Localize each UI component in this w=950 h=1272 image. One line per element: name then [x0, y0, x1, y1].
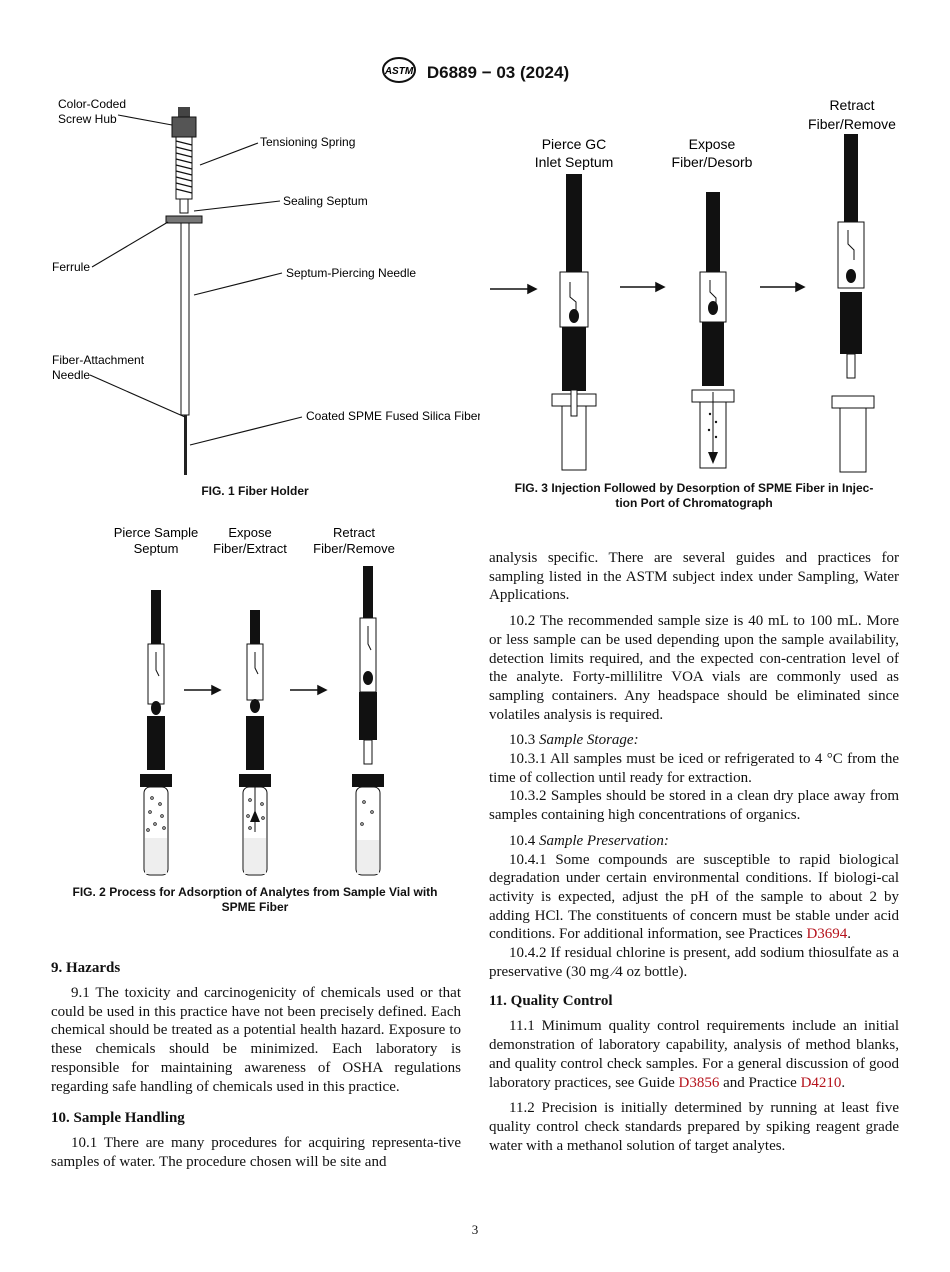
svg-text:Fiber/Remove: Fiber/Remove	[313, 541, 395, 556]
link-d4210[interactable]: D4210	[800, 1074, 842, 1091]
para-11-1: 11.1 Minimum quality control requirement…	[489, 1018, 899, 1091]
svg-text:Pierce GC: Pierce GC	[542, 136, 607, 152]
para-10-3: 10.3 Sample Storage:	[509, 732, 639, 749]
section-11-title: 11. Quality Control	[489, 993, 613, 1010]
para-11-2: 11.2 Precision is initially determined b…	[489, 1100, 899, 1154]
svg-text:Fiber/Desorb: Fiber/Desorb	[672, 154, 753, 170]
svg-text:Screw Hub: Screw Hub	[58, 112, 117, 126]
svg-text:Expose: Expose	[228, 525, 271, 540]
svg-text:Fiber/Extract: Fiber/Extract	[213, 541, 287, 556]
fig2-diagram: Pierce Sample Septum Expose Fiber/Extrac…	[100, 520, 420, 880]
para-10-3-1: 10.3.1 All samples must be iced or refri…	[489, 751, 899, 786]
page-header: ASTM D6889 − 03 (2024)	[0, 56, 950, 89]
para-cont: analysis specific. There are several gui…	[489, 550, 899, 604]
svg-text:Pierce Sample: Pierce Sample	[114, 525, 199, 540]
para-10-4-2: 10.4.2 If residual chlorine is present, …	[489, 945, 899, 980]
document-designation: D6889 − 03 (2024)	[426, 62, 570, 82]
para-10-4: 10.4 Sample Preservation:	[509, 832, 669, 849]
fig3-diagram: Pierce GC Inlet Septum Expose Fiber/Deso…	[482, 92, 912, 477]
svg-text:Septum-Piercing Needle: Septum-Piercing Needle	[286, 266, 416, 280]
para-10-3-2: 10.3.2 Samples should be stored in a cle…	[489, 788, 899, 824]
link-d3856[interactable]: D3856	[678, 1074, 720, 1091]
section-9-title: 9. Hazards	[51, 960, 121, 976]
link-d3694[interactable]: D3694	[806, 926, 848, 943]
svg-text:Color-Coded: Color-Coded	[58, 97, 126, 111]
astm-logo: ASTM	[381, 56, 417, 89]
fig2-caption: FIG. 2 Process for Adsorption of Analyte…	[72, 885, 438, 914]
left-column: 9. Hazards 9.1 The toxicity and carcinog…	[51, 960, 461, 1172]
svg-text:Inlet Septum: Inlet Septum	[535, 154, 614, 170]
svg-text:Fiber/Remove: Fiber/Remove	[808, 116, 896, 132]
svg-text:Fiber-Attachment: Fiber-Attachment	[52, 353, 145, 367]
svg-text:Needle: Needle	[52, 368, 90, 382]
para-10-1: 10.1 There are many procedures for acqui…	[51, 1135, 461, 1170]
para-10-2: 10.2 The recommended sample size is 40 m…	[489, 613, 899, 723]
svg-text:Retract: Retract	[829, 97, 874, 113]
svg-text:Coated SPME Fused Silica Fiber: Coated SPME Fused Silica Fiber	[306, 409, 480, 423]
para-9-1: 9.1 The toxicity and carcinogenicity of …	[51, 985, 461, 1095]
svg-text:Ferrule: Ferrule	[52, 260, 90, 274]
svg-text:Septum: Septum	[134, 541, 179, 556]
fig3-caption: FIG. 3 Injection Followed by Desorption …	[514, 481, 874, 510]
page-number: 3	[471, 1222, 479, 1237]
para-10-4-1: 10.4.1 Some compounds are susceptible to…	[489, 851, 899, 943]
svg-text:Sealing Septum: Sealing Septum	[283, 194, 368, 208]
fig1-caption: FIG. 1 Fiber Holder	[201, 484, 309, 498]
svg-text:Tensioning Spring: Tensioning Spring	[260, 135, 355, 149]
svg-text:Retract: Retract	[333, 525, 375, 540]
svg-text:Expose: Expose	[689, 136, 736, 152]
svg-text:ASTM: ASTM	[384, 66, 414, 77]
section-10-title: 10. Sample Handling	[51, 1110, 185, 1127]
right-column: analysis specific. There are several gui…	[489, 549, 899, 1155]
fig1-diagram: Color-Coded Screw Hub Tensioning Spring …	[40, 95, 481, 485]
